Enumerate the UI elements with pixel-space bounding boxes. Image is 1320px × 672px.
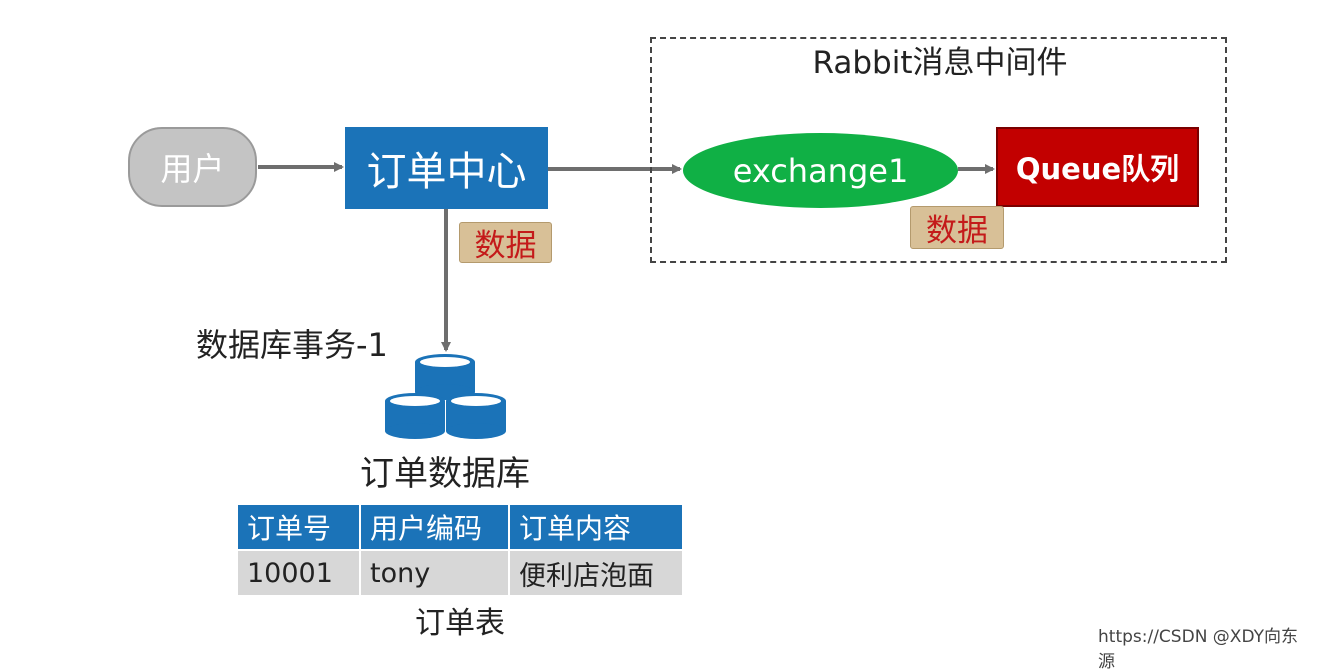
table-header-row: 订单号 用户编码 订单内容 [238, 505, 682, 550]
database-label: 订单数据库 [360, 453, 530, 494]
table-header-cell: 订单号 [238, 505, 361, 550]
database-icon [385, 354, 506, 439]
data-tag-order-center: 数据 [459, 222, 552, 264]
queue-node: Queue队列 [996, 127, 1199, 207]
table-cell: tony [360, 549, 510, 595]
table-cell: 便利店泡面 [509, 549, 682, 595]
watermark: https://CSDN @XDY向东源 [1098, 627, 1298, 672]
order-center-node: 订单中心 [345, 127, 548, 209]
table-header-cell: 订单内容 [509, 505, 682, 550]
rabbit-group-title: Rabbit消息中间件 [812, 44, 1068, 81]
table-row: 10001 tony 便利店泡面 [238, 549, 682, 595]
data-tag-queue: 数据 [910, 206, 1004, 249]
rabbit-middleware-group [650, 37, 1227, 263]
exchange-node: exchange1 [683, 133, 958, 208]
table-cell: 10001 [238, 549, 361, 595]
table-header-cell: 用户编码 [360, 505, 510, 550]
db-transaction-label: 数据库事务-1 [196, 326, 388, 364]
order-table: 订单号 用户编码 订单内容 10001 tony 便利店泡面 [238, 505, 682, 595]
user-node: 用户 [128, 127, 257, 207]
table-caption: 订单表 [415, 606, 505, 641]
